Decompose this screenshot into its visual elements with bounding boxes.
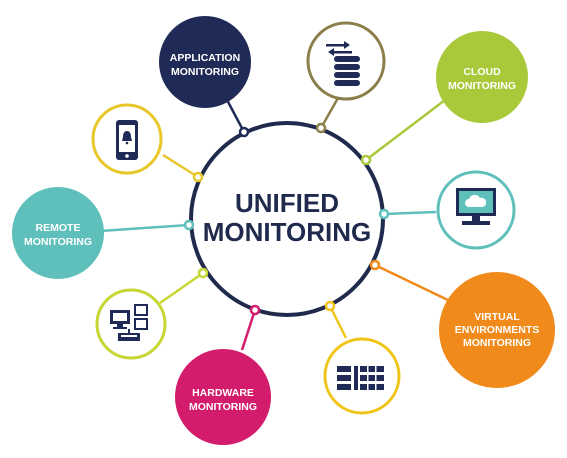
virtual-label-line3: MONITORING	[463, 337, 531, 349]
virtual-label-line2: ENVIRONMENTS	[455, 324, 540, 336]
database-transfer-node	[306, 21, 386, 101]
networked-computers-icon	[110, 304, 148, 341]
remote-label-line1: REMOTE	[36, 222, 81, 234]
hub-dots	[183, 122, 390, 316]
connector-remote	[99, 223, 190, 233]
cloud-monitoring-node: CLOUD MONITORING	[436, 31, 528, 123]
cloud-monitor-icon	[456, 188, 496, 225]
virtual-environments-node: VIRTUAL ENVIRONMENTS MONITORING	[439, 272, 555, 388]
cloud-monitoring-circle	[436, 31, 528, 123]
connector-cloud	[365, 99, 446, 161]
remote-label-line2: MONITORING	[24, 236, 92, 248]
database-transfer-icon	[326, 41, 360, 86]
application-label-line1: APPLICATION	[170, 52, 240, 64]
connector-cloud-monitor	[383, 210, 437, 216]
center-title-line1: UNIFIED	[235, 188, 339, 218]
dot-workstations	[197, 267, 209, 279]
cloud-label-line1: CLOUD	[463, 66, 501, 78]
center-title-line2: MONITORING	[203, 217, 372, 247]
dot-mobile	[192, 171, 204, 183]
connector-virtual	[374, 263, 453, 304]
dot-hardware	[249, 304, 261, 316]
hardware-monitoring-node: HARDWARE MONITORING	[175, 349, 271, 445]
hardware-monitoring-circle	[175, 349, 271, 445]
connector-application	[224, 97, 246, 133]
dot-remote	[183, 219, 195, 231]
application-label-line2: MONITORING	[171, 66, 239, 78]
connectors	[99, 97, 453, 351]
servers-node	[323, 337, 401, 415]
dot-cloud-monitor	[378, 208, 390, 220]
hardware-label-line1: HARDWARE	[192, 387, 254, 399]
dot-application	[238, 126, 250, 138]
dot-virtual	[369, 259, 381, 271]
application-monitoring-node: APPLICATION MONITORING	[159, 16, 251, 108]
mobile-phone-icon	[116, 120, 138, 160]
mobile-node	[91, 103, 163, 175]
cloud-monitor-node	[436, 170, 516, 250]
connector-workstations	[159, 271, 204, 305]
workstations-node	[95, 288, 167, 360]
connector-mobile	[162, 153, 199, 179]
connector-servers	[328, 305, 348, 339]
dot-database	[315, 122, 327, 134]
connector-database	[319, 97, 340, 129]
remote-monitoring-node: REMOTE MONITORING	[12, 187, 104, 279]
cloud-label-line2: MONITORING	[448, 80, 516, 92]
dot-servers	[324, 300, 336, 312]
dot-cloud	[360, 154, 372, 166]
hardware-label-line2: MONITORING	[189, 401, 257, 413]
application-monitoring-circle	[159, 16, 251, 108]
workstations-ring	[95, 288, 167, 360]
server-rack-icon	[337, 366, 384, 390]
connector-hardware	[240, 309, 257, 351]
virtual-label-line1: VIRTUAL	[474, 311, 520, 323]
remote-monitoring-circle	[12, 187, 104, 279]
virtual-environments-circle	[439, 272, 555, 388]
